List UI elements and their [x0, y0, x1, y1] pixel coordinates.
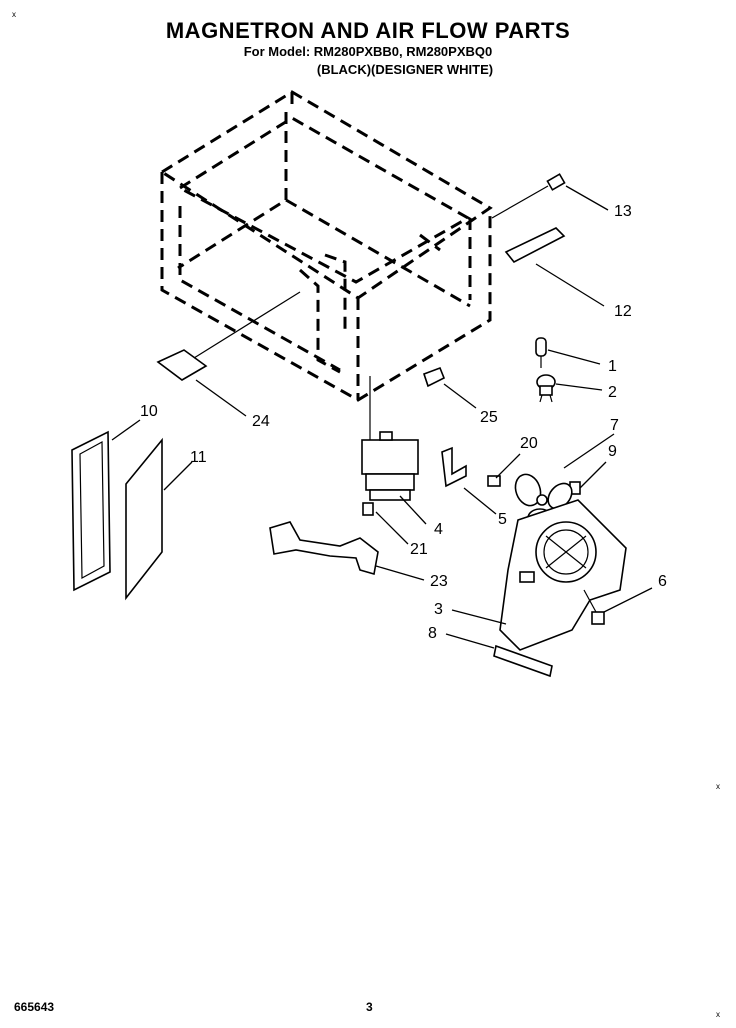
callout-12: 12 [614, 303, 632, 320]
callout-25: 25 [480, 409, 498, 426]
callout-5: 5 [498, 511, 507, 528]
callout-23: 23 [430, 573, 448, 590]
corner-mark-right: x [716, 782, 720, 791]
part-5-bracket [441, 446, 467, 488]
callout-7: 7 [610, 417, 619, 434]
color-variant: (BLACK)(DESIGNER WHITE) [316, 62, 494, 77]
callout-21: 21 [410, 541, 428, 558]
corner-mark-bottom-right: x [716, 1010, 720, 1019]
part-20-screw [487, 475, 501, 487]
part-8-bar [493, 644, 553, 678]
part-4-magnetron [361, 376, 419, 501]
part-2-thermostat [536, 374, 556, 403]
callout-8: 8 [428, 625, 437, 642]
part-6-motor-lead [583, 589, 605, 625]
callout-1: 1 [608, 358, 617, 375]
callout-20: 20 [520, 435, 538, 452]
callout-6: 6 [658, 573, 667, 590]
page-number: 3 [366, 1000, 373, 1014]
part-12-bar [504, 227, 566, 264]
cavity-outline [159, 90, 493, 402]
part-1-fuse [535, 337, 547, 368]
part-25-block [422, 366, 446, 388]
part-13-screw [491, 173, 566, 219]
leader-lines [111, 185, 653, 649]
callout-11: 11 [190, 449, 207, 466]
callout-13: 13 [614, 203, 632, 220]
part-23-duct [269, 521, 379, 576]
corner-mark-top-left: x [12, 10, 16, 19]
callout-2: 2 [608, 384, 617, 401]
callout-labels: 1 2 3 4 5 6 7 8 9 10 11 12 13 20 21 23 2… [140, 203, 667, 642]
part-11-cover [125, 437, 163, 601]
callout-10: 10 [140, 403, 158, 420]
part-3-air-duct [499, 499, 627, 651]
model-subtitle: For Model: RM280PXBB0, RM280PXBQ0 [243, 44, 493, 59]
callout-24: 24 [252, 413, 270, 430]
callout-9: 9 [608, 443, 617, 460]
callout-3: 3 [434, 601, 443, 618]
callout-4: 4 [434, 521, 443, 538]
part-10-frame [71, 430, 111, 592]
part-21-screw [362, 502, 374, 516]
page-title: MAGNETRON AND AIR FLOW PARTS [165, 18, 571, 43]
document-number: 665643 [14, 1000, 55, 1014]
part-24-guide [193, 291, 301, 359]
